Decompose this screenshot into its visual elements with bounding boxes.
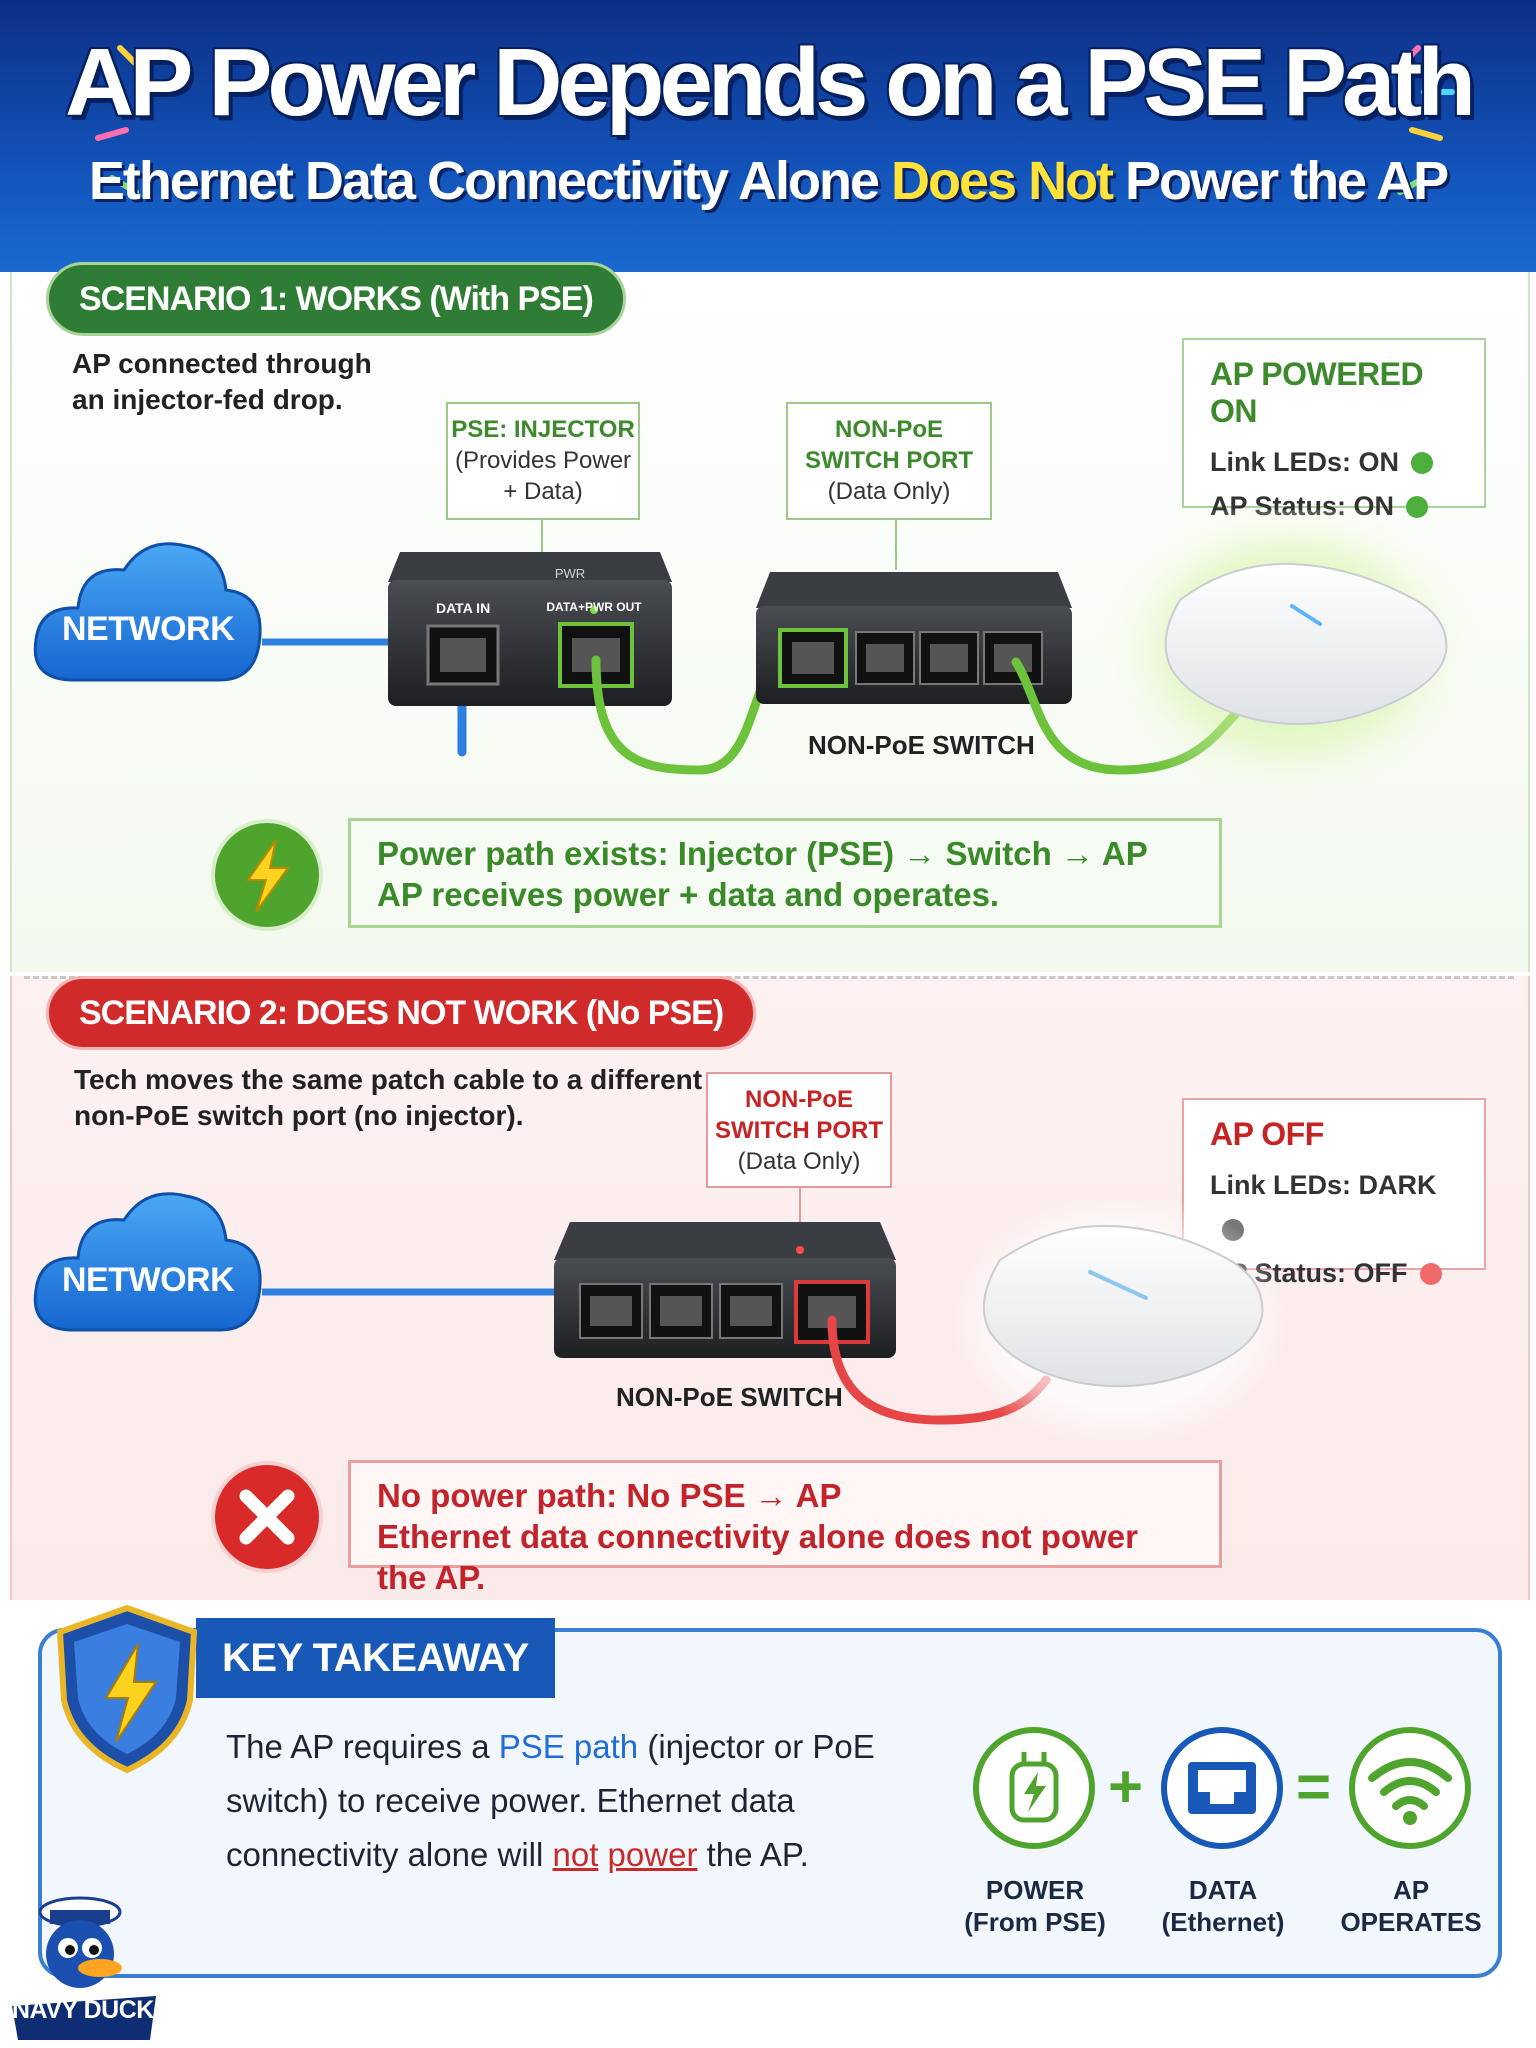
- scenario2-message: No power path: No PSE → AP Ethernet data…: [348, 1460, 1222, 1596]
- callout-sub: (Data Only): [737, 1148, 861, 1175]
- switch-label: NON-PoE SWITCH: [616, 1382, 843, 1412]
- pse-injector: PWR: [388, 552, 672, 706]
- desc-line: Tech moves the same patch cable to a dif…: [74, 1064, 703, 1095]
- key-takeaway-text: The AP requires a PSE path (injector or …: [226, 1720, 966, 1882]
- takeaway-space: [598, 1836, 607, 1873]
- scenario1-message: Power path exists: Injector (PSE) → Swit…: [348, 818, 1222, 928]
- cloud-icon: [33, 1192, 262, 1332]
- takeaway-text: the AP.: [697, 1836, 809, 1873]
- header-sparkles: [81, 45, 1455, 195]
- page-subtitle: Ethernet Data Connectivity Alone Does No…: [0, 150, 1536, 212]
- scenario1-title: SCENARIO 1: WORKS (With PSE): [46, 262, 626, 336]
- callout-sub: + Data): [503, 478, 583, 505]
- desc-line: an injector-fed drop.: [72, 384, 343, 415]
- ap-operates-label: AP OPERATES: [1336, 1874, 1486, 1938]
- switch-label: NON-PoE SWITCH: [808, 730, 1035, 760]
- scenario2-title: SCENARIO 2: DOES NOT WORK (No PSE): [46, 976, 757, 1050]
- takeaway-text: The AP requires a: [226, 1728, 499, 1765]
- takeaway-equation: [973, 1727, 1471, 1849]
- link-led-status: Link LEDs: ON: [1210, 447, 1400, 477]
- eq-label-line: OPERATES: [1340, 1907, 1482, 1937]
- header-banner: [0, 0, 1536, 272]
- non-poe-switch-2: [554, 1222, 896, 1358]
- callout-title: SWITCH PORT: [805, 447, 973, 474]
- message-line: Ethernet data connectivity alone does no…: [377, 1518, 1138, 1596]
- mascot-label: NAVY DUCK: [12, 1996, 154, 2024]
- data-ethernet-label: DATA (Ethernet): [1148, 1874, 1298, 1938]
- scenario1-description: AP connected through an injector-fed dro…: [72, 346, 372, 418]
- subtitle-text-end: Power the AP: [1112, 151, 1449, 211]
- eq-label-line: POWER: [985, 1875, 1085, 1905]
- scenario-divider: [24, 976, 1514, 979]
- network-label: NETWORK: [62, 1261, 235, 1299]
- injector-data-pwr-out-label: DATA+PWR OUT: [546, 600, 642, 614]
- injector-callout: PSE: INJECTOR (Provides Power + Data): [446, 402, 640, 520]
- callout-sub: (Data Only): [827, 478, 951, 505]
- callout-title: NON-PoE: [745, 1086, 853, 1113]
- scenario2-description: Tech moves the same patch cable to a dif…: [74, 1062, 702, 1134]
- desc-line: non-PoE switch port (no injector).: [74, 1100, 524, 1131]
- navy-duck-mascot: [12, 1896, 156, 2040]
- green-status-dot: [1406, 496, 1429, 518]
- power-highlight: power: [607, 1836, 698, 1873]
- equals-sign: =: [1296, 1753, 1332, 1820]
- status-line: Link LEDs: ON: [1210, 440, 1458, 484]
- lightning-icon: [211, 819, 323, 931]
- status-title: AP POWERED ON: [1210, 356, 1424, 429]
- power-plug-icon: [973, 1727, 1095, 1849]
- callout-sub: (Provides Power: [454, 447, 632, 474]
- scenario2-diagram: [33, 1188, 1290, 1440]
- not-highlight: not: [552, 1836, 599, 1873]
- key-takeaway-title: KEY TAKEAWAY: [196, 1618, 555, 1698]
- eq-label-line: (From PSE): [964, 1907, 1106, 1937]
- cloud-icon: [33, 542, 262, 682]
- subtitle-text: Ethernet Data Connectivity Alone: [88, 151, 892, 211]
- green-led-dot: [1411, 452, 1434, 474]
- subtitle-highlight: Does Not: [891, 151, 1114, 211]
- eq-label-line: AP: [1392, 1875, 1430, 1905]
- switch-port-callout: NON-PoE SWITCH PORT (Data Only): [786, 402, 992, 520]
- scenario2-switch-port-callout: NON-PoE SWITCH PORT (Data Only): [706, 1072, 892, 1188]
- callout-title: NON-PoE: [835, 416, 943, 443]
- shield-lightning-icon: [56, 1604, 198, 1774]
- link-led-status: Link LEDs: DARK: [1210, 1170, 1437, 1200]
- message-line: AP receives power + data and operates.: [377, 876, 1000, 913]
- message-line: No power path: No PSE → AP: [377, 1477, 842, 1514]
- access-point-on: [1164, 562, 1448, 725]
- plus-sign: +: [1108, 1753, 1144, 1820]
- network-label: NETWORK: [62, 610, 235, 648]
- page-title: AP Power Depends on a PSE Path: [65, 29, 1476, 136]
- eq-label-line: (Ethernet): [1161, 1907, 1285, 1937]
- takeaway-text: (injector or PoE switch) to receive powe…: [226, 1728, 875, 1873]
- eq-label-line: DATA: [1188, 1875, 1258, 1905]
- status-title: AP OFF: [1210, 1116, 1324, 1152]
- ethernet-port-icon: [1161, 1727, 1283, 1849]
- message-line: Power path exists: Injector (PSE) → Swit…: [377, 835, 1148, 872]
- injector-data-in-label: DATA IN: [436, 600, 491, 616]
- pse-path-highlight: PSE path: [498, 1728, 639, 1765]
- wifi-icon: [1349, 1727, 1471, 1849]
- callout-title: PSE: INJECTOR: [451, 416, 635, 443]
- power-from-pse-label: POWER (From PSE): [960, 1874, 1110, 1938]
- callout-title: SWITCH PORT: [715, 1117, 883, 1144]
- desc-line: AP connected through: [72, 348, 372, 379]
- ap-status-box-on: AP POWERED ON Link LEDs: ON AP Status: O…: [1182, 338, 1486, 521]
- access-point-off: [983, 1224, 1264, 1388]
- x-icon: [211, 1461, 323, 1573]
- non-poe-switch: [756, 572, 1072, 704]
- scenario1-diagram: PWR: [33, 510, 1490, 800]
- svg-text:PWR: PWR: [555, 566, 585, 581]
- red-status-dot: [1419, 1263, 1442, 1285]
